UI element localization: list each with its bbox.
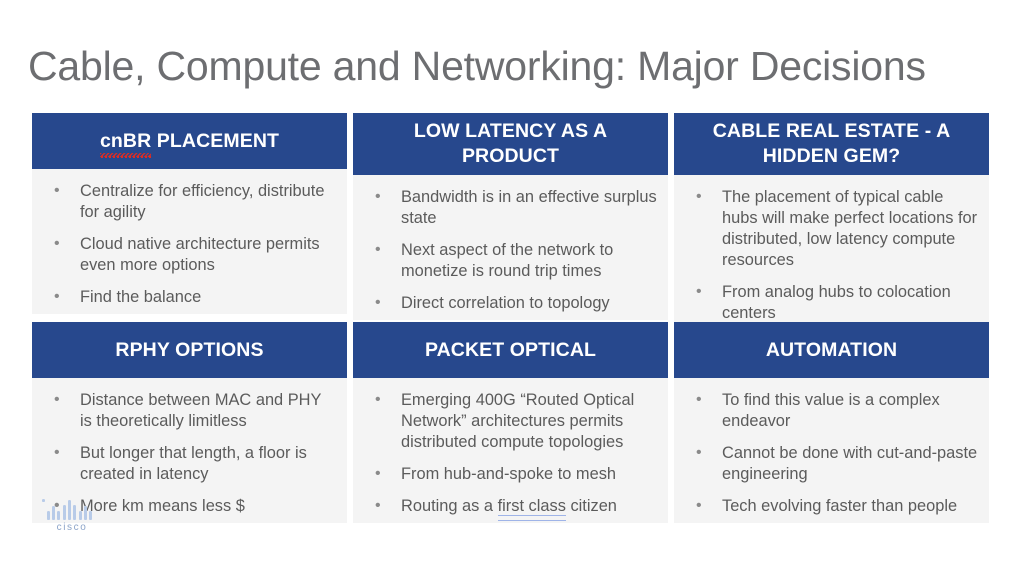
misspelled-word-cnbr: cnBR bbox=[99, 129, 152, 158]
card-packet-optical[interactable]: PACKET OPTICAL Emerging 400G “Routed Opt… bbox=[353, 322, 668, 523]
bullet-list: The placement of typical cable hubs will… bbox=[684, 186, 979, 324]
card-body-packet-optical: Emerging 400G “Routed Optical Network” a… bbox=[353, 378, 668, 523]
bullet-list: Centralize for efficiency, distribute fo… bbox=[42, 180, 337, 308]
card-header-cnbr-placement: cnBR PLACEMENT bbox=[32, 113, 347, 169]
card-rphy-options[interactable]: RPHY OPTIONS Distance between MAC and PH… bbox=[32, 322, 347, 523]
card-body-automation: To find this value is a complex endeavor… bbox=[674, 378, 989, 523]
list-item: Routing as a first class citizen bbox=[363, 495, 658, 521]
card-header-packet-optical: PACKET OPTICAL bbox=[353, 322, 668, 378]
cisco-bars-icon bbox=[42, 498, 102, 520]
list-item: Emerging 400G “Routed Optical Network” a… bbox=[363, 389, 658, 453]
card-body-cnbr-placement: Centralize for efficiency, distribute fo… bbox=[32, 169, 347, 314]
page-title: Cable, Compute and Networking: Major Dec… bbox=[28, 43, 926, 89]
list-item: The placement of typical cable hubs will… bbox=[684, 186, 979, 271]
card-header-low-latency-as-a-product: LOW LATENCY AS A PRODUCT bbox=[353, 113, 668, 175]
list-item: Find the balance bbox=[42, 286, 337, 308]
card-cnbr-placement[interactable]: cnBR PLACEMENT Centralize for efficiency… bbox=[32, 113, 347, 314]
bullet-list: To find this value is a complex endeavor… bbox=[684, 389, 979, 517]
grammar-flagged-phrase-first-class: first class bbox=[497, 497, 567, 521]
card-body-cable-real-estate: The placement of typical cable hubs will… bbox=[674, 175, 989, 330]
card-body-low-latency-as-a-product: Bandwidth is in an effective surplus sta… bbox=[353, 175, 668, 320]
list-item: Cannot be done with cut-and-paste engine… bbox=[684, 442, 979, 485]
list-item-text-pre: Routing as a bbox=[401, 497, 498, 515]
card-header-cnbr-placement-rest: PLACEMENT bbox=[151, 129, 280, 152]
list-item: But longer that length, a floor is creat… bbox=[42, 442, 337, 485]
list-item: From analog hubs to colocation centers bbox=[684, 281, 979, 324]
list-item: Direct correlation to topology bbox=[363, 292, 658, 314]
card-low-latency-as-a-product[interactable]: LOW LATENCY AS A PRODUCT Bandwidth is in… bbox=[353, 113, 668, 320]
list-item: Next aspect of the network to monetize i… bbox=[363, 239, 658, 282]
cisco-wordmark: cisco bbox=[56, 522, 88, 533]
list-item: Distance between MAC and PHY is theoreti… bbox=[42, 389, 337, 432]
card-body-rphy-options: Distance between MAC and PHY is theoreti… bbox=[32, 378, 347, 523]
list-item: Centralize for efficiency, distribute fo… bbox=[42, 180, 337, 223]
cisco-dot-icon bbox=[42, 499, 45, 503]
list-item: Bandwidth is in an effective surplus sta… bbox=[363, 186, 658, 229]
list-item: More km means less $ bbox=[42, 495, 337, 517]
list-item: Tech evolving faster than people bbox=[684, 495, 979, 517]
card-cable-real-estate[interactable]: CABLE REAL ESTATE - A HIDDEN GEM? The pl… bbox=[674, 113, 989, 330]
list-item: To find this value is a complex endeavor bbox=[684, 389, 979, 432]
list-item: Cloud native architecture permits even m… bbox=[42, 233, 337, 276]
bullet-list: Distance between MAC and PHY is theoreti… bbox=[42, 389, 337, 517]
cisco-logo: cisco bbox=[42, 498, 104, 538]
list-item: From hub-and-spoke to mesh bbox=[363, 463, 658, 485]
card-header-cable-real-estate: CABLE REAL ESTATE - A HIDDEN GEM? bbox=[674, 113, 989, 175]
list-item-text-post: citizen bbox=[565, 497, 617, 515]
card-automation[interactable]: AUTOMATION To find this value is a compl… bbox=[674, 322, 989, 523]
bullet-list: Bandwidth is in an effective surplus sta… bbox=[363, 186, 658, 314]
card-header-rphy-options: RPHY OPTIONS bbox=[32, 322, 347, 378]
card-header-automation: AUTOMATION bbox=[674, 322, 989, 378]
bullet-list: Emerging 400G “Routed Optical Network” a… bbox=[363, 389, 658, 521]
card-grid: cnBR PLACEMENT Centralize for efficiency… bbox=[32, 113, 989, 541]
